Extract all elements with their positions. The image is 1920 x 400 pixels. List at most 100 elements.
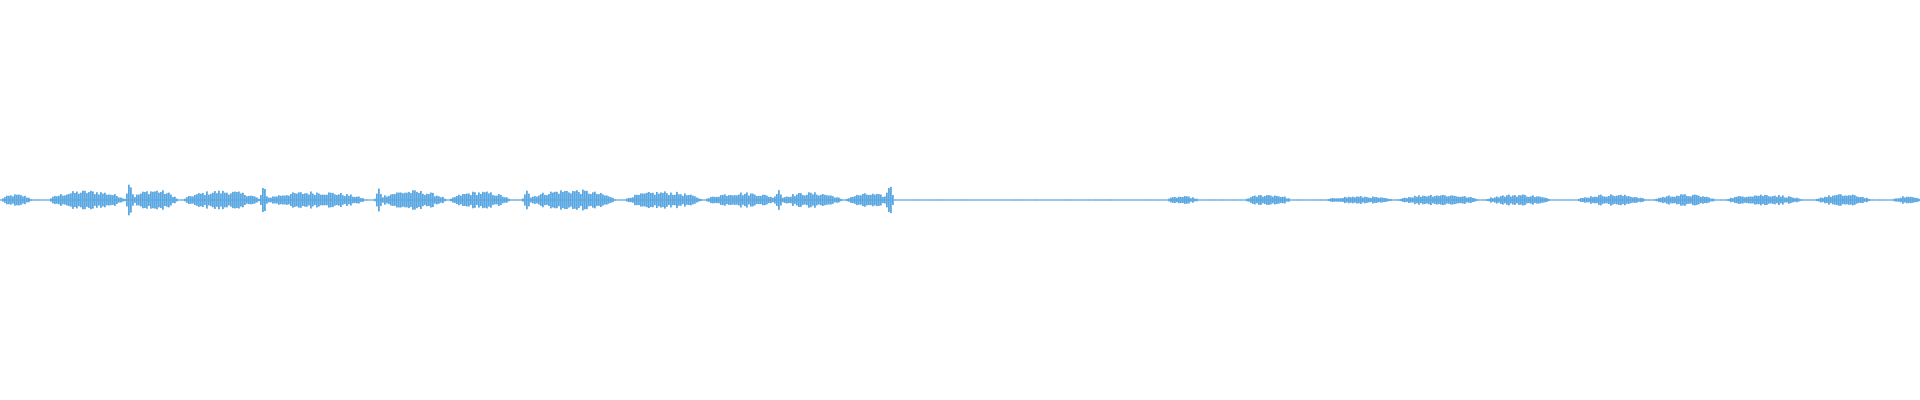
waveform-bar	[1642, 198, 1644, 202]
waveform-bar	[328, 192, 330, 208]
waveform-bar	[282, 195, 284, 205]
waveform-bar	[502, 196, 504, 204]
waveform-bar	[1046, 199, 1048, 201]
waveform-bar	[690, 194, 692, 206]
waveform-bar	[232, 191, 234, 209]
waveform-bar	[720, 195, 722, 205]
waveform-bar	[678, 194, 680, 206]
waveform-bar	[1666, 196, 1668, 204]
waveform-bar	[590, 194, 592, 206]
waveform-bar	[1640, 197, 1642, 203]
waveform-bar	[898, 199, 900, 201]
waveform-bar	[1474, 198, 1476, 202]
waveform-bar	[992, 199, 994, 201]
waveform-bar	[928, 199, 930, 201]
waveform-bar	[1476, 199, 1478, 201]
waveform-bar	[1886, 199, 1888, 201]
waveform-bar	[1502, 195, 1504, 205]
waveform-bar	[1164, 199, 1166, 201]
waveform-bar	[1068, 199, 1070, 201]
waveform-bar	[192, 196, 194, 204]
waveform-bar	[610, 197, 612, 203]
waveform-bar	[174, 196, 176, 204]
waveform-bar	[1136, 199, 1138, 201]
waveform-bar	[974, 199, 976, 201]
waveform-bar	[1472, 197, 1474, 203]
waveform-bar	[922, 199, 924, 201]
waveform-bar	[1794, 198, 1796, 202]
waveform-bar	[1500, 196, 1502, 204]
waveform-bar	[710, 196, 712, 204]
waveform-bar	[422, 193, 424, 207]
waveform-bar	[810, 192, 812, 208]
waveform-bar	[972, 199, 974, 201]
waveform-bar	[1880, 199, 1882, 201]
waveform-bar	[624, 199, 626, 201]
waveform-bar	[218, 190, 220, 210]
waveform-bar	[268, 197, 270, 203]
waveform-bar	[1668, 195, 1670, 205]
waveform-bar	[760, 195, 762, 205]
waveform-bar	[1734, 196, 1736, 204]
waveform-bar	[740, 192, 742, 208]
waveform-bar	[136, 194, 138, 206]
waveform-bar	[1544, 197, 1546, 203]
waveform-bar	[996, 199, 998, 201]
waveform-bar	[122, 198, 124, 202]
waveform-bar	[346, 194, 348, 206]
waveform-bar	[1572, 199, 1574, 201]
waveform-bar	[470, 195, 472, 205]
waveform-bar	[1326, 199, 1328, 201]
waveform-bar	[132, 194, 134, 206]
waveform-bar	[1394, 199, 1396, 201]
waveform-bar	[1226, 199, 1228, 201]
waveform-bar	[892, 195, 894, 205]
waveform-bar	[506, 197, 508, 203]
waveform-bar	[1780, 196, 1782, 204]
waveform-bar	[588, 193, 590, 207]
waveform-bar	[1520, 195, 1522, 205]
waveform-bar	[1750, 196, 1752, 204]
waveform-bar	[1114, 199, 1116, 201]
waveform-bar	[460, 195, 462, 205]
waveform-bar	[518, 199, 520, 201]
waveform-bar	[814, 192, 816, 208]
waveform-bar	[466, 193, 468, 207]
waveform-bar	[182, 199, 184, 201]
waveform-bar	[144, 192, 146, 208]
waveform-bar	[1106, 199, 1108, 201]
waveform-bar	[80, 192, 82, 208]
waveform-bar	[386, 196, 388, 204]
waveform-bar	[1314, 199, 1316, 201]
waveform-bar	[1460, 196, 1462, 204]
waveform-bar	[1084, 199, 1086, 201]
waveform-bar	[1816, 198, 1818, 202]
waveform-bar	[1632, 197, 1634, 203]
waveform-bar	[324, 194, 326, 206]
waveform-bar	[1204, 199, 1206, 201]
waveform-bar	[78, 193, 80, 207]
waveform-bar	[1604, 196, 1606, 204]
waveform-bar	[1788, 196, 1790, 204]
waveform-bar	[1444, 195, 1446, 205]
waveform-bar	[550, 191, 552, 209]
waveform-bar	[1910, 196, 1912, 204]
waveform-bar	[264, 189, 266, 211]
waveform-bar	[166, 193, 168, 207]
waveform-bar	[46, 199, 48, 201]
waveform-bar	[1340, 198, 1342, 202]
waveform-bar	[938, 199, 940, 201]
waveform-bar	[1558, 199, 1560, 201]
waveform-bar	[1446, 196, 1448, 204]
waveform-bar	[660, 192, 662, 208]
waveform-bar	[196, 194, 198, 206]
waveform-bar	[608, 196, 610, 204]
waveform-bar	[664, 191, 666, 209]
waveform-bar	[1554, 199, 1556, 201]
waveform-bar	[1372, 196, 1374, 204]
waveform-bar	[1024, 199, 1026, 201]
waveform-bar	[924, 199, 926, 201]
waveform-bar	[1278, 196, 1280, 204]
waveform-bar	[1294, 199, 1296, 201]
